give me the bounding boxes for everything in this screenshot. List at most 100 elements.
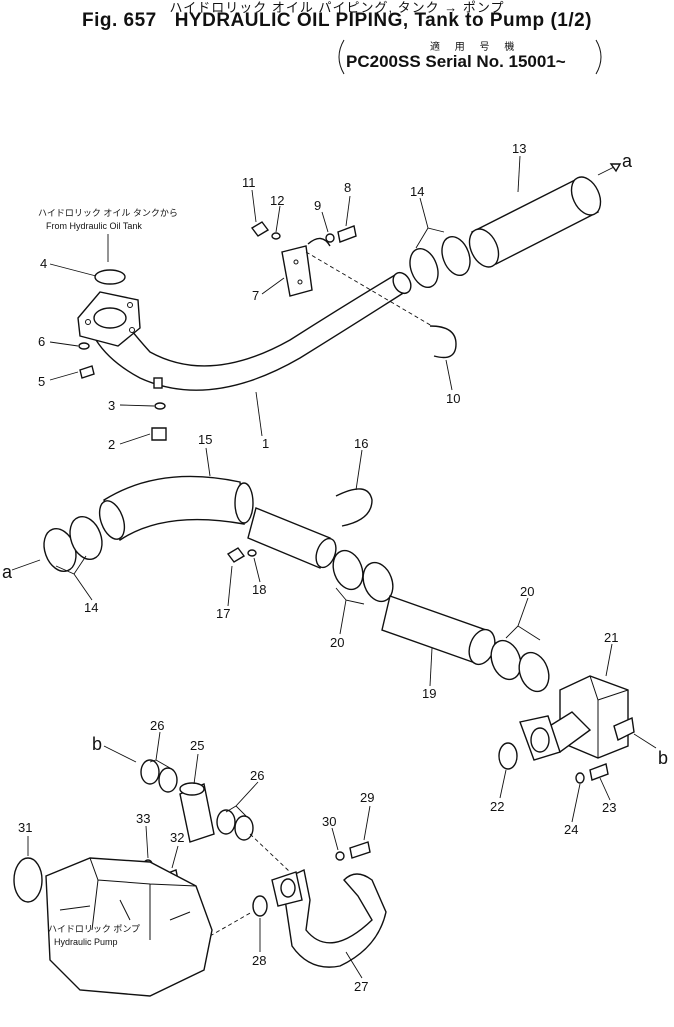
hose-clamp-26c [216, 809, 236, 835]
leader-12 [275, 205, 281, 233]
pipe-stub [247, 507, 331, 569]
callout-26-left: 26 [150, 718, 164, 733]
leader-26-right [225, 781, 259, 817]
hose-clamp-20c [490, 639, 522, 681]
hydraulic-pump-detail [59, 857, 197, 940]
leader-25 [193, 753, 199, 785]
o-ring-3 [154, 402, 166, 410]
applicability-japanese: 適 用 号 機 [430, 42, 521, 53]
callout-26-right: 26 [250, 768, 264, 783]
washer-9 [325, 233, 335, 243]
callout-10: 10 [446, 391, 460, 406]
note-pump-jp: ハイドロリック ポンプ [48, 924, 140, 934]
washer-30 [335, 851, 345, 861]
bracket-7-loop [307, 237, 331, 247]
nut-17 [226, 547, 246, 563]
leader-33 [145, 825, 149, 859]
u-bolt-10 [429, 325, 457, 359]
hose-clamp-26b [158, 767, 178, 793]
callout-4: 4 [40, 256, 47, 271]
bolt-29 [349, 841, 371, 859]
leader-24 [571, 783, 581, 823]
washer-6 [78, 342, 90, 350]
callout-2: 2 [108, 437, 115, 452]
connector-b-left: b [92, 734, 102, 754]
callout-29: 29 [360, 790, 374, 805]
leader-32 [171, 845, 179, 869]
pipe-stub-end [315, 537, 337, 569]
leader-27 [345, 951, 363, 979]
flange-bolt-hole [127, 302, 133, 308]
hose-25-guide [249, 833, 291, 873]
leader-15 [205, 447, 211, 477]
callout-7: 7 [252, 288, 259, 303]
connector-a-top: a [622, 151, 633, 171]
callout-22: 22 [490, 799, 504, 814]
connector-b-right: b [658, 748, 668, 768]
callout-32: 32 [170, 830, 184, 845]
hose-13-end [468, 228, 500, 268]
hose-clamp-26a [140, 759, 160, 785]
o-ring-31 [13, 857, 43, 903]
figure-title: Fig. 657 HYDRAULIC OIL PIPING, Tank to Pu… [0, 10, 674, 32]
callout-28: 28 [252, 953, 266, 968]
leader-30 [331, 827, 339, 851]
pipe-27-bore [280, 878, 296, 898]
callout-1: 1 [262, 436, 269, 451]
hose-15-end [98, 500, 126, 540]
flange-bolt-hole [85, 319, 91, 325]
elbow-21-bore [530, 727, 550, 753]
leader-14-left [55, 555, 93, 601]
arrowhead [609, 163, 622, 173]
hydraulic-pump [45, 857, 213, 997]
pipe-27 [281, 868, 387, 968]
hose-clamp-14d [69, 515, 103, 561]
callout-14-top: 14 [410, 184, 424, 199]
connector-a-left: a [2, 562, 13, 582]
note-tank-en: From Hydraulic Oil Tank [46, 221, 142, 231]
bolt-23 [589, 763, 609, 781]
callout-3: 3 [108, 398, 115, 413]
washer-24 [575, 772, 585, 784]
suction-flange-bore [93, 307, 127, 329]
callout-24: 24 [564, 822, 578, 837]
bracket-hole [293, 259, 299, 265]
u-bolt-10-guide [305, 251, 433, 327]
leader-21 [605, 643, 613, 677]
title-japanese: ハイドロリック オイル パイピング, タンク → ポンプ [169, 0, 505, 15]
o-ring-28 [252, 895, 268, 917]
leader-10 [445, 359, 453, 391]
figure-title-english: HYDRAULIC OIL PIPING, Tank to Pump (1/2) [174, 10, 593, 31]
callout-21: 21 [604, 630, 618, 645]
figure-number: Fig. 657 [81, 10, 157, 31]
callout-11: 11 [242, 175, 256, 190]
bolt-8 [337, 225, 357, 243]
hose-clamp-14a [409, 247, 439, 289]
flange-bolt-hole [129, 327, 135, 333]
leader-7 [261, 277, 285, 295]
callout-15: 15 [198, 432, 212, 447]
note-tank-jp: ハイドロリック オイル タンクから [38, 208, 178, 218]
leader-8 [345, 195, 351, 227]
callout-8: 8 [344, 180, 351, 195]
leader-2 [119, 433, 151, 445]
callout-6: 6 [38, 334, 45, 349]
callout-30: 30 [322, 814, 336, 829]
callout-13: 13 [512, 141, 526, 156]
leader-14-top [415, 197, 445, 249]
bracket-7 [281, 245, 313, 297]
drain-boss [153, 377, 163, 389]
connector-a-left-arrow [11, 559, 41, 571]
leader-26-left [149, 731, 171, 769]
callout-27: 27 [354, 979, 368, 994]
callout-18: 18 [252, 582, 266, 597]
hose-clamp-20a [332, 549, 364, 591]
serial-range: PC200SS Serial No. 15001~ [346, 52, 566, 71]
hose-clamp-14b [441, 235, 471, 277]
leader-19 [429, 647, 433, 687]
hose-clamp-26d [234, 815, 254, 841]
callout-20-right: 20 [520, 584, 534, 599]
elbow-21-outlet [613, 716, 635, 742]
leader-13 [517, 155, 521, 193]
